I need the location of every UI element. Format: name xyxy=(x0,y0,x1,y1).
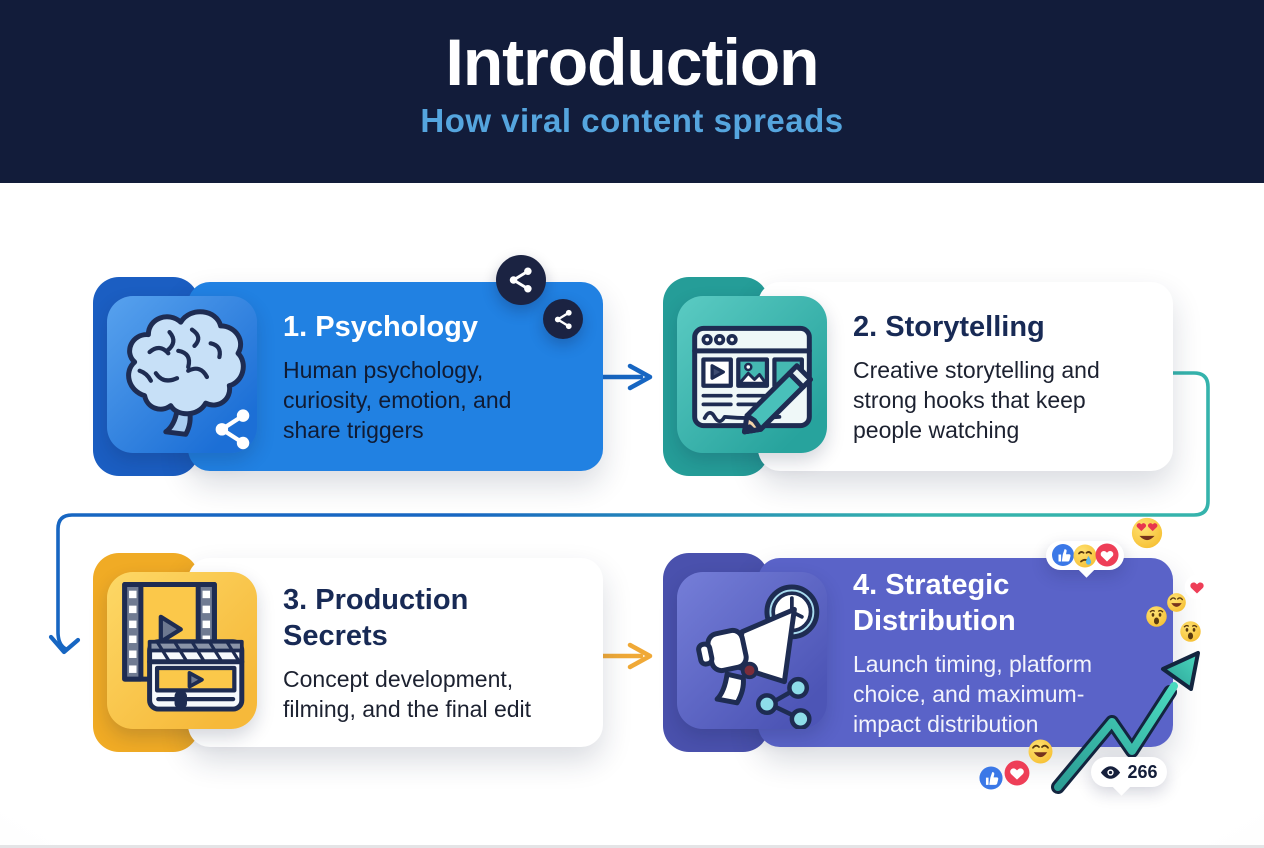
share-icon xyxy=(215,409,250,450)
step-description: Creative storytelling and strong hooks t… xyxy=(853,356,1100,443)
heart-icon xyxy=(1184,574,1210,600)
share-icon-large xyxy=(496,255,546,305)
step-card-production-secrets: 3. Production Secrets Concept developmen… xyxy=(93,551,608,756)
heart-reaction xyxy=(1004,760,1030,786)
step-description: Concept development, filming, and the fi… xyxy=(283,665,532,722)
step-title: 1. Psychology xyxy=(283,310,479,343)
thumbs-up-reaction xyxy=(979,766,1003,790)
wow-emoji xyxy=(1180,621,1201,642)
step-title: 4. Strategic Distribution xyxy=(853,568,1016,637)
heart-reaction xyxy=(1095,543,1119,567)
step-description: Launch timing, platform choice, and maxi… xyxy=(853,650,1093,737)
header-banner: Introduction How viral content spreads xyxy=(0,0,1264,183)
page-title: Introduction xyxy=(445,25,820,99)
views-badge: 266 xyxy=(1091,757,1167,796)
film-clapperboard-icon xyxy=(107,572,257,729)
webpage-pencil-icon xyxy=(677,296,827,453)
page-subtitle: How viral content spreads xyxy=(420,102,844,139)
share-icon-small xyxy=(543,299,583,339)
eye-icon xyxy=(1101,765,1121,779)
megaphone xyxy=(696,606,797,706)
views-count: 266 xyxy=(1127,761,1158,782)
reaction-pill xyxy=(1046,541,1124,578)
wow-emoji xyxy=(1146,606,1167,627)
thumbs-up-reaction xyxy=(1052,544,1074,566)
brain-icon xyxy=(107,296,257,453)
step-title: 2. Storytelling xyxy=(853,310,1045,343)
laughing-emoji xyxy=(1167,593,1186,612)
step-card-psychology: 1. Psychology Human psychology, curiosit… xyxy=(93,275,608,480)
sad-tear-emoji xyxy=(1073,544,1097,568)
heart-eyes-emoji xyxy=(1131,517,1163,549)
step-card-strategic-distribution: 4. Strategic Distribution Launch timing,… xyxy=(663,551,1178,756)
megaphone-clock-icon xyxy=(677,572,827,729)
share-icon xyxy=(755,676,812,729)
step-description: Human psychology, curiosity, emotion, an… xyxy=(283,356,512,443)
step-card-storytelling: 2. Storytelling Creative storytelling an… xyxy=(663,275,1178,480)
step-title: 3. Production Secrets xyxy=(283,583,469,652)
laughing-emoji xyxy=(1028,739,1053,764)
